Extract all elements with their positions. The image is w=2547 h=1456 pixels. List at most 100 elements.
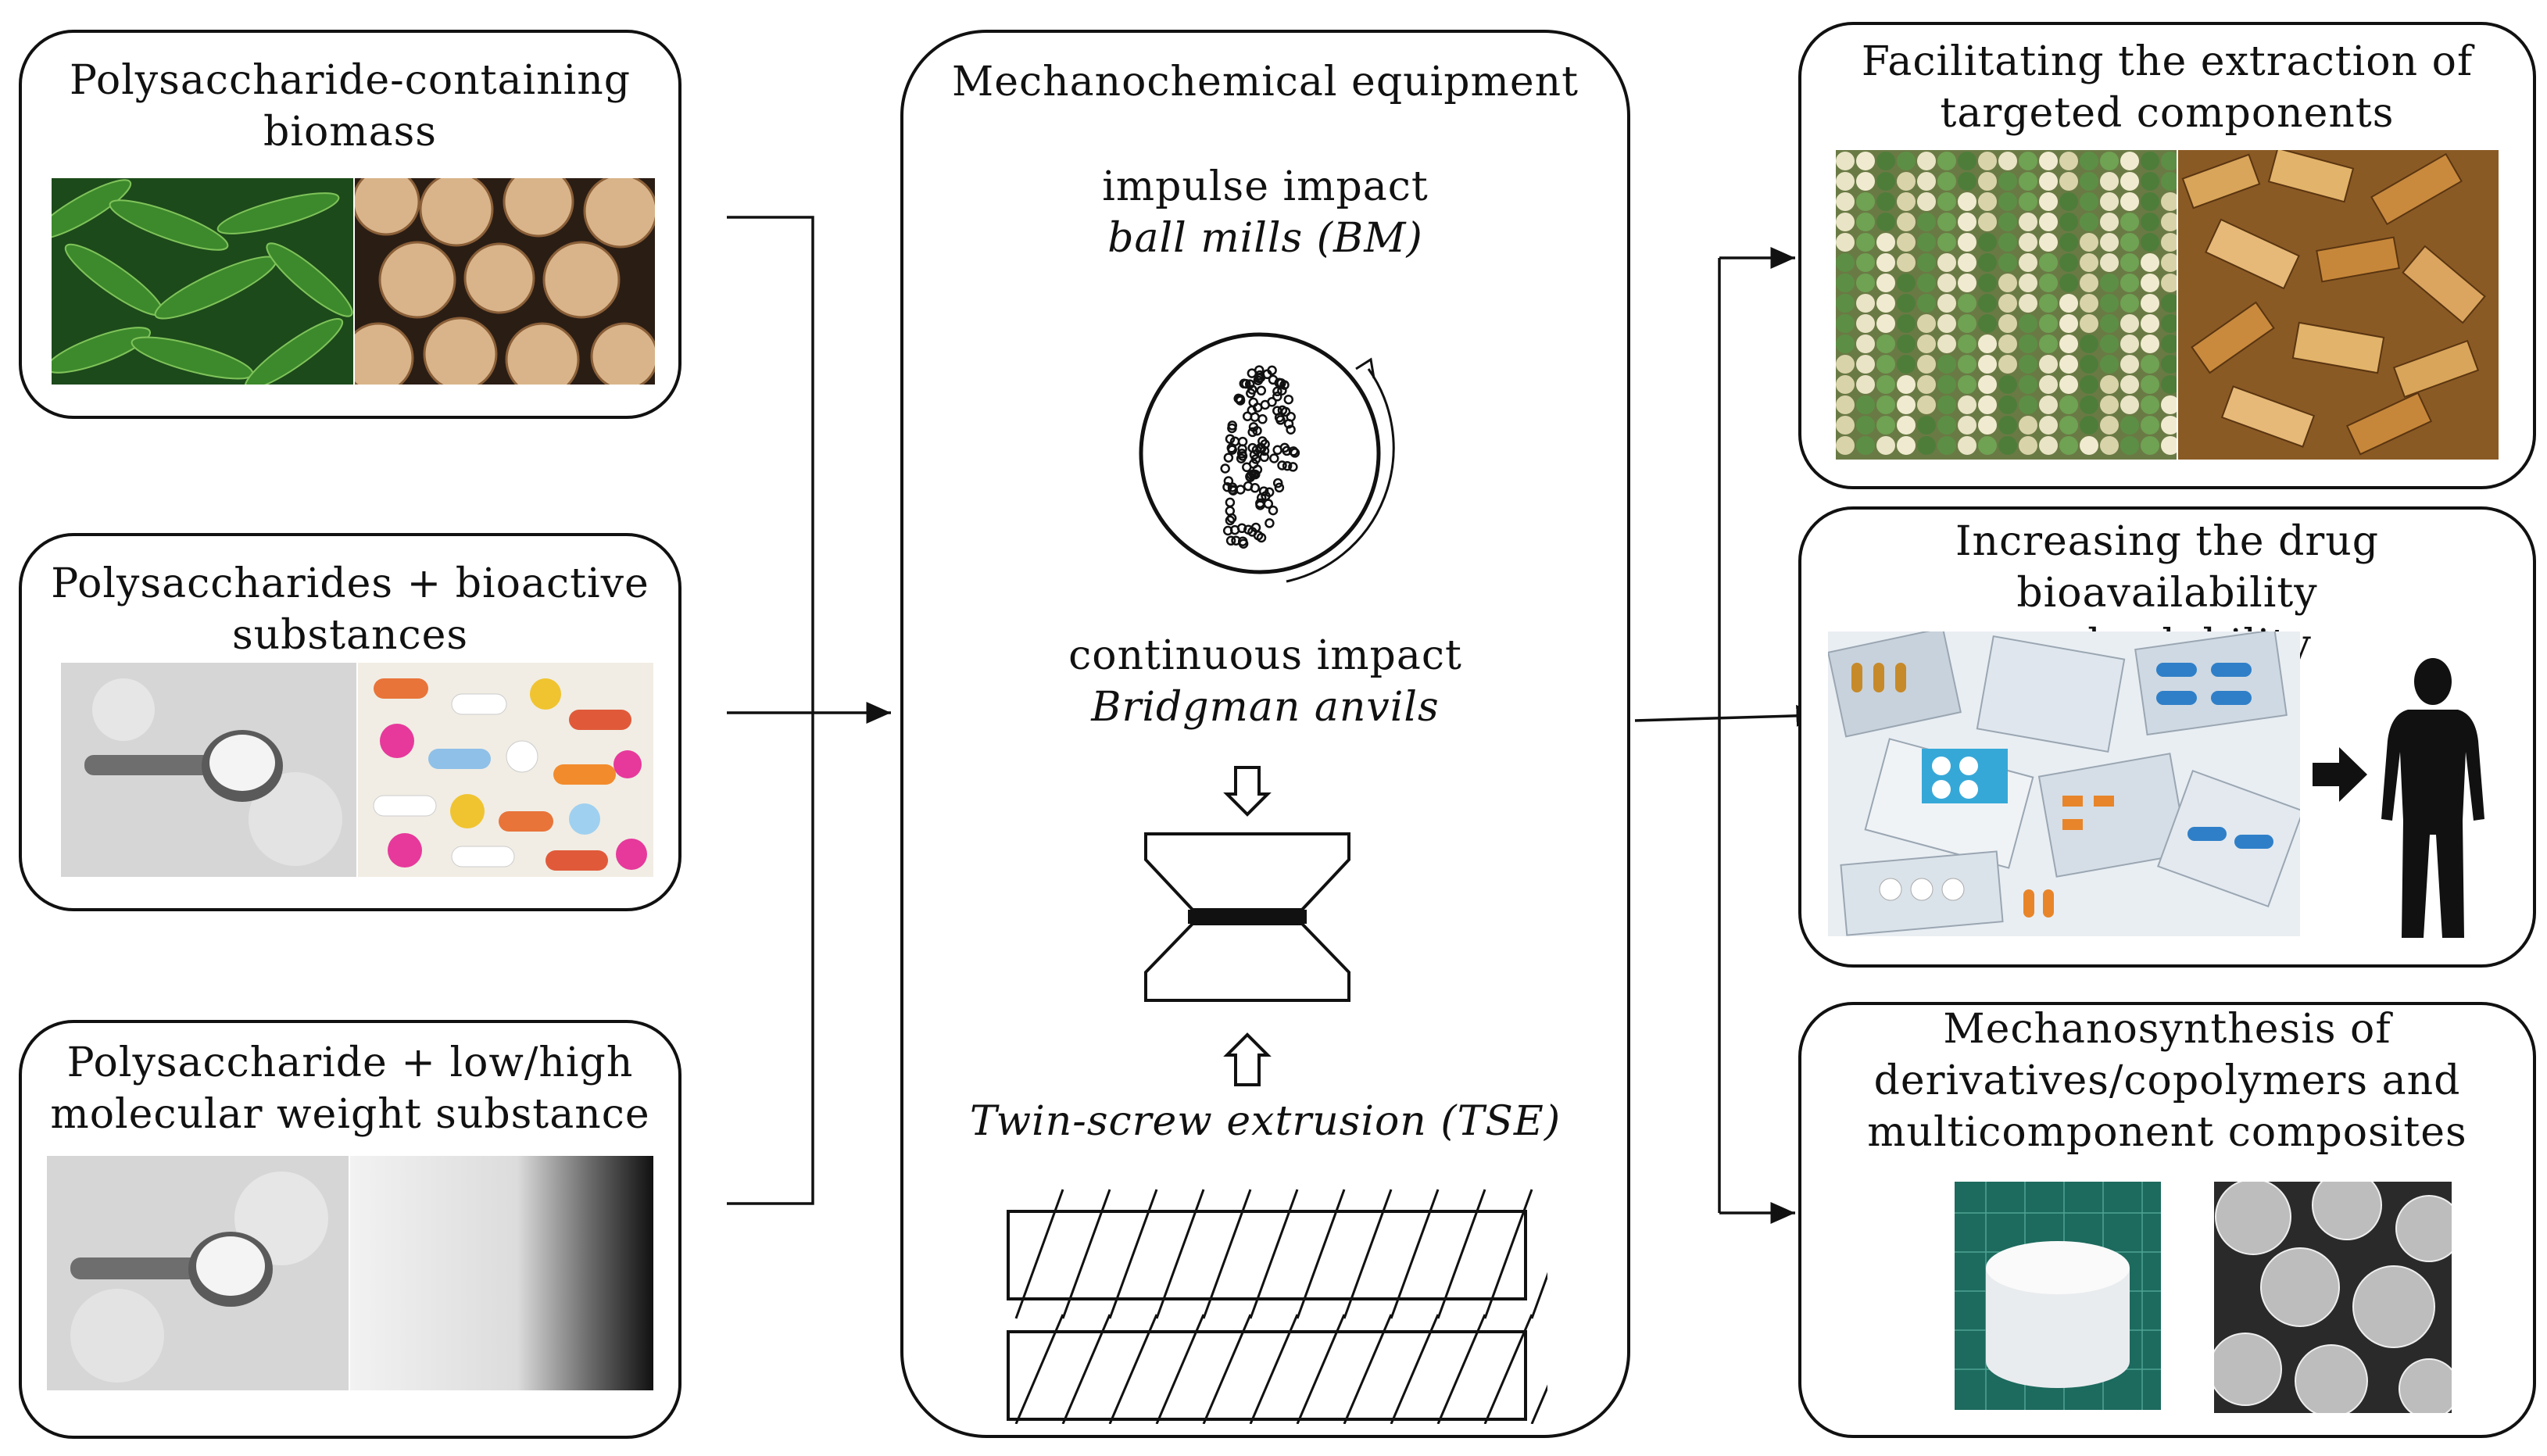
pea-seed	[2120, 253, 2139, 272]
pea-seed	[2141, 274, 2159, 292]
ball	[1225, 434, 1236, 444]
pea-seed	[2059, 416, 2078, 435]
pea-seed	[1978, 436, 1997, 455]
pea-seed	[1958, 253, 1976, 272]
pea-seed	[1836, 274, 1855, 292]
pea-seed	[2019, 314, 2037, 333]
pea-seed	[1978, 355, 1997, 374]
ball	[1256, 492, 1267, 503]
pea-seed	[2039, 152, 2058, 170]
screw-flight	[1249, 1314, 1299, 1424]
pea-seed	[1958, 192, 1976, 211]
ball	[1283, 418, 1294, 429]
pea-seed	[1856, 436, 1875, 455]
pea-seed	[2141, 253, 2159, 272]
pea-seed	[2019, 213, 2037, 231]
pea-seed	[2039, 375, 2058, 394]
pea-seed	[1958, 436, 1976, 455]
ball	[1274, 482, 1285, 493]
screw-flight	[1202, 1314, 1252, 1424]
pea-seed	[2059, 172, 2078, 191]
screw-flight	[1249, 1189, 1299, 1319]
ball	[1265, 518, 1275, 528]
pea-seed	[1897, 152, 1916, 170]
pea-seed	[1897, 192, 1916, 211]
pea-seed	[2080, 375, 2098, 394]
pea-seed	[1856, 334, 1875, 353]
ball	[1277, 385, 1287, 395]
pea-seed	[1897, 274, 1916, 292]
blister-packs-photo	[1828, 631, 2300, 936]
pea-seed	[2059, 213, 2078, 231]
pea-seed	[2019, 192, 2037, 211]
pea-seed	[1998, 274, 2017, 292]
pea-seed	[2161, 274, 2177, 292]
pea-seed	[2100, 172, 2119, 191]
pea-pods-photo	[52, 178, 353, 385]
pea-seed	[1856, 294, 1875, 313]
pea-seed	[1836, 314, 1855, 333]
pea-seed	[1937, 375, 1956, 394]
pea-seed	[1876, 233, 1895, 252]
pea-seed	[1937, 192, 1956, 211]
ball	[1263, 499, 1274, 509]
pea-seed	[1958, 395, 1976, 414]
pea-seed	[1937, 294, 1956, 313]
pea-seed	[2080, 233, 2098, 252]
pea-seed	[2100, 253, 2119, 272]
pea-seed	[1917, 334, 1936, 353]
ball	[1250, 469, 1261, 480]
pea-seed	[1937, 172, 1956, 191]
screw-flight	[1483, 1314, 1533, 1424]
ball	[1220, 463, 1230, 474]
pea-seed	[2039, 334, 2058, 353]
pea-seed	[1876, 213, 1895, 231]
pea-seed	[1876, 334, 1895, 353]
pea-seed	[1937, 314, 1956, 333]
pea-seed	[2019, 355, 2037, 374]
ball	[1225, 535, 1236, 546]
pea-seed	[1876, 192, 1895, 211]
pea-seed	[2161, 436, 2177, 455]
pea-seed	[2100, 436, 2119, 455]
pea-seed	[2080, 192, 2098, 211]
pea-seed	[2019, 233, 2037, 252]
pea-seed	[1876, 436, 1895, 455]
pea-seed	[1856, 192, 1875, 211]
pea-seed	[1836, 355, 1855, 374]
bridgman-anvil-icon	[1144, 766, 1350, 1086]
pills-capsules-photo	[358, 663, 653, 877]
pea-seed	[2019, 416, 2037, 435]
wood-logs-photo	[355, 178, 655, 385]
pea-seed	[2019, 172, 2037, 191]
pea-seed	[2100, 375, 2119, 394]
pea-seed	[1998, 152, 2017, 170]
pea-seed	[1836, 253, 1855, 272]
ball	[1277, 460, 1287, 470]
pea-seed	[1998, 213, 2017, 231]
pea-seed	[1937, 436, 1956, 455]
pea-seed	[2141, 334, 2159, 353]
pea-seed	[2080, 172, 2098, 191]
pea-seed	[2019, 253, 2037, 272]
powder-scoop-photo	[47, 1156, 349, 1390]
pea-seed	[1998, 253, 2017, 272]
pea-seed	[1856, 314, 1875, 333]
pea-seed	[1998, 172, 2017, 191]
pea-seed	[1897, 253, 1916, 272]
pea-seed	[2080, 334, 2098, 353]
pea-seed	[2039, 213, 2058, 231]
pea-seed	[1897, 395, 1916, 414]
ball	[1257, 436, 1268, 446]
pea-seed	[1937, 334, 1956, 353]
white-cylinder-photo	[1955, 1182, 2161, 1410]
output-box-drug: Increasing the drug bioavailability and …	[1798, 506, 2536, 968]
pea-seed	[2039, 172, 2058, 191]
pea-seed	[2080, 294, 2098, 313]
pea-seed	[2080, 314, 2098, 333]
ball	[1228, 485, 1239, 495]
pea-seed	[2161, 233, 2177, 252]
ball	[1241, 378, 1251, 389]
ball	[1247, 442, 1257, 453]
